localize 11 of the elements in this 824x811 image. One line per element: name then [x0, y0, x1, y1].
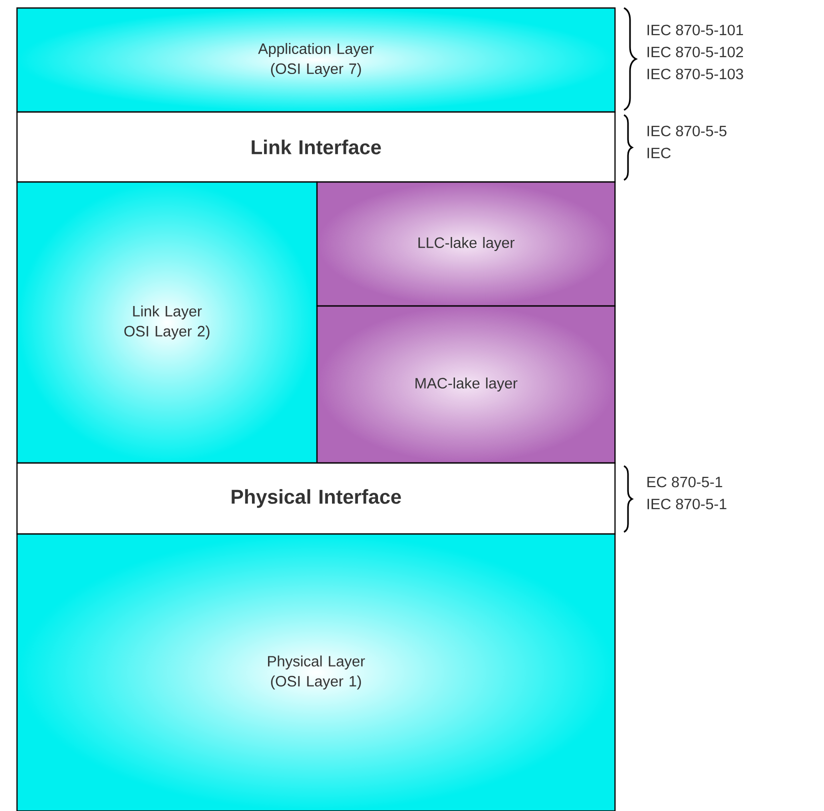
- standard-label: IEC 870-5-102: [648, 46, 743, 58]
- standard-label: EC 870-5-1: [647, 476, 722, 488]
- standard-label: IEC 870-5-1: [648, 498, 726, 510]
- standard-label: IEC: [648, 148, 671, 158]
- interface-band: Physical Interface: [16, 462, 616, 535]
- standard-label: IEC 870-5-5: [648, 126, 726, 136]
- interface-band: Link Interface: [16, 111, 616, 183]
- layer-box: LLC-lake layer: [316, 181, 616, 307]
- standard-label: IEC 870-5-101: [648, 24, 743, 36]
- layer-box: Physical Layer (OSI Layer 1): [16, 533, 616, 811]
- standard-label: IEC 870-5-103: [648, 68, 744, 80]
